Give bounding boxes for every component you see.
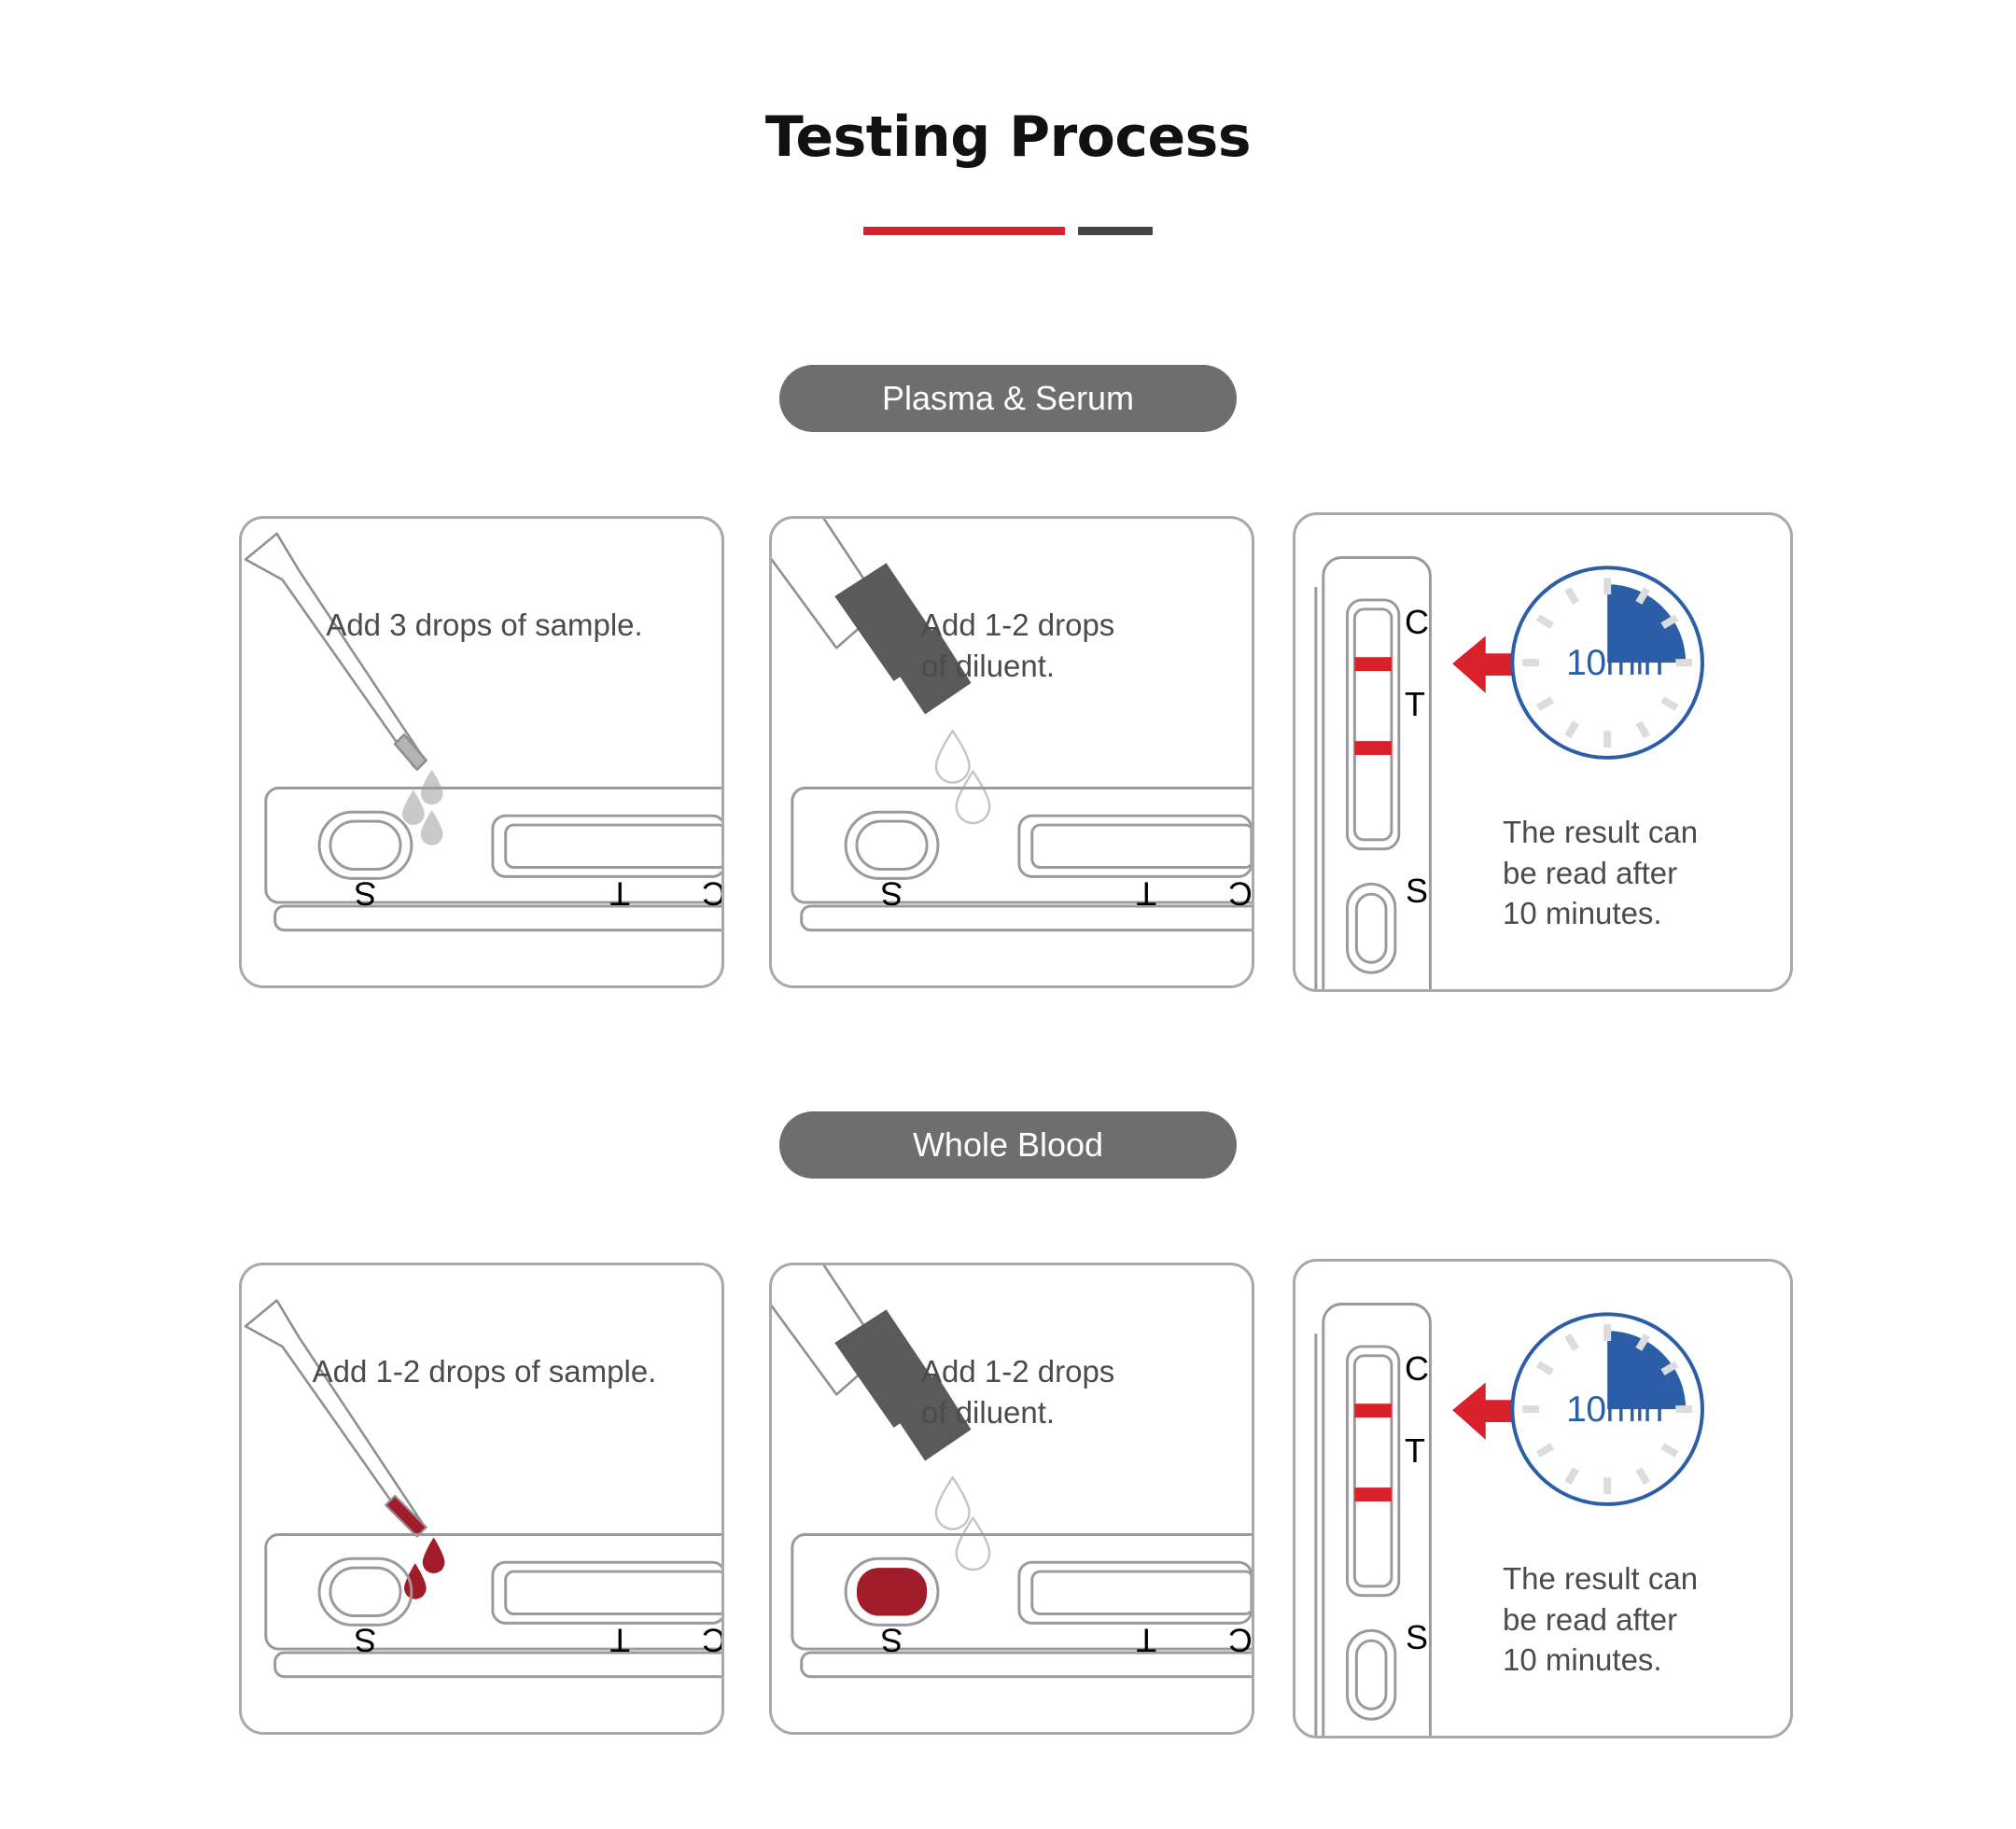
illustration-pipette-clear: S T C bbox=[242, 519, 721, 985]
control-line bbox=[1354, 1403, 1392, 1418]
card-caption: Add 1-2 drops of sample. bbox=[312, 1354, 657, 1389]
card-caption: Add 1-2 drops of diluent. bbox=[921, 1354, 1115, 1430]
step-card-blood-read-result: 10min C T S The result can be read after… bbox=[1293, 1259, 1793, 1738]
svg-text:C: C bbox=[702, 874, 721, 912]
step-card-blood-add-sample: S T C Add 1-2 drops of sample. bbox=[239, 1263, 724, 1735]
control-line-label: C bbox=[1405, 1349, 1429, 1388]
test-line bbox=[1354, 741, 1392, 755]
diluent-drops bbox=[934, 1475, 991, 1571]
card-caption: The result can be read after 10 minutes. bbox=[1503, 1561, 1699, 1678]
accent-bar-secondary bbox=[1078, 227, 1153, 235]
svg-text:T: T bbox=[609, 874, 630, 912]
filled-sample-well bbox=[856, 1568, 928, 1616]
illustration-result-cassette bbox=[1295, 1262, 1790, 1736]
control-line-label: C bbox=[1405, 603, 1429, 641]
svg-text:T: T bbox=[1136, 1621, 1156, 1658]
accent-bar-primary bbox=[863, 227, 1065, 235]
svg-text:C: C bbox=[702, 1621, 721, 1658]
timer-clock bbox=[1510, 1312, 1704, 1506]
timer-label: 10min bbox=[1566, 643, 1663, 683]
timer-label: 10min bbox=[1566, 1389, 1663, 1430]
test-line bbox=[1354, 1487, 1392, 1501]
illustration-result-cassette bbox=[1295, 515, 1790, 989]
test-line-label: T bbox=[1405, 685, 1425, 723]
test-line-label: T bbox=[1405, 1431, 1425, 1470]
step-card-plasma-add-diluent: S T C Add 1-2 drops of diluent. bbox=[769, 516, 1254, 988]
title-accent bbox=[0, 227, 2016, 235]
sample-well-label: S bbox=[1406, 872, 1429, 910]
pointer-arrow bbox=[1452, 635, 1540, 693]
illustration-dropper-bottle: S T C bbox=[772, 519, 1252, 985]
step-card-plasma-read-result: 10min C T S The result can be read after… bbox=[1293, 512, 1793, 992]
svg-text:S: S bbox=[881, 1621, 903, 1658]
step-card-plasma-add-sample: S T C Add 3 drops of sample. bbox=[239, 516, 724, 988]
svg-text:S: S bbox=[355, 874, 377, 912]
timer-clock bbox=[1510, 565, 1704, 760]
page-title: Testing Process bbox=[764, 105, 1252, 170]
svg-text:S: S bbox=[355, 1621, 377, 1658]
illustration-pipette-blood: S T C bbox=[242, 1265, 721, 1732]
pointer-arrow bbox=[1452, 1382, 1540, 1440]
illustration-dropper-bottle-filled-well: S T C bbox=[772, 1265, 1252, 1732]
svg-text:T: T bbox=[609, 1621, 630, 1658]
blood-drops bbox=[403, 1537, 445, 1599]
diluent-drops bbox=[934, 729, 991, 825]
control-line bbox=[1354, 657, 1392, 672]
svg-text:T: T bbox=[1136, 874, 1156, 912]
svg-text:C: C bbox=[1228, 874, 1252, 912]
section-pill-plasma-serum: Plasma & Serum bbox=[779, 365, 1237, 432]
svg-text:C: C bbox=[1228, 1621, 1252, 1658]
card-caption: The result can be read after 10 minutes. bbox=[1503, 815, 1699, 931]
sample-well-label: S bbox=[1406, 1618, 1429, 1656]
card-caption: Add 1-2 drops of diluent. bbox=[921, 607, 1115, 683]
step-card-blood-add-diluent: S T C Add 1-2 drops of diluent. bbox=[769, 1263, 1254, 1735]
card-caption: Add 3 drops of sample. bbox=[326, 607, 643, 642]
section-pill-whole-blood: Whole Blood bbox=[779, 1111, 1237, 1179]
svg-text:S: S bbox=[881, 874, 903, 912]
